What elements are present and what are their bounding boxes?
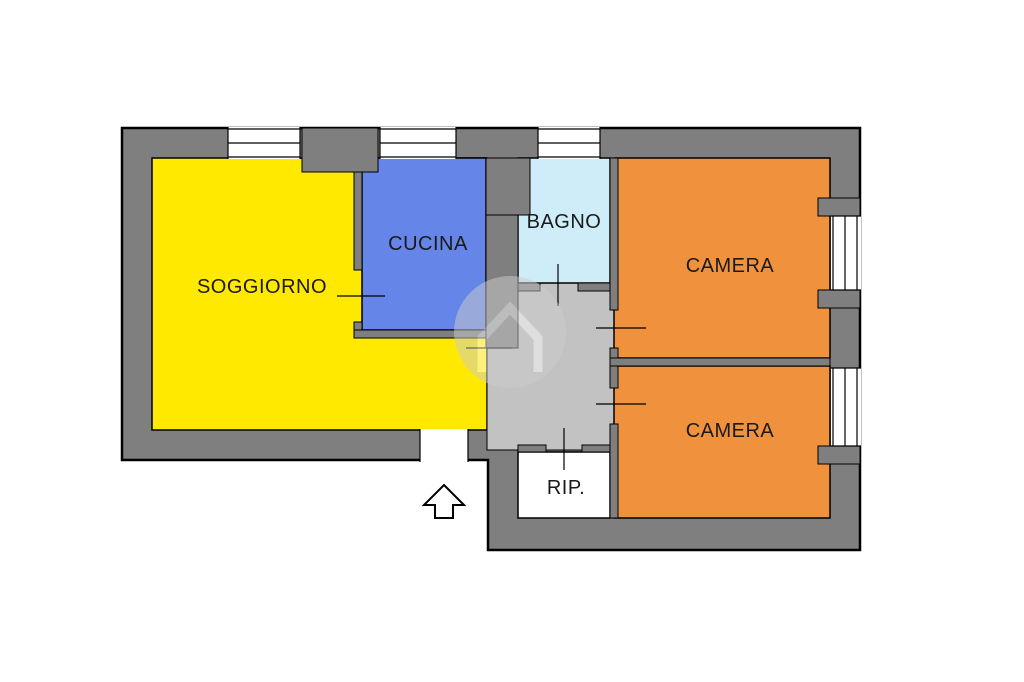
interior-wall bbox=[609, 157, 619, 311]
room-label-camera-1: CAMERA bbox=[686, 255, 775, 277]
watermark-circle bbox=[454, 276, 566, 388]
watermark bbox=[454, 276, 566, 388]
windows bbox=[227, 127, 861, 447]
entrance-arrow-icon bbox=[421, 483, 467, 519]
wall-pier bbox=[817, 289, 861, 309]
wall-pier bbox=[817, 197, 861, 217]
entrance-opening bbox=[419, 429, 469, 462]
interior-wall bbox=[577, 282, 615, 292]
room-label-camera-2: CAMERA bbox=[686, 420, 775, 442]
room-camera-2 bbox=[613, 365, 831, 519]
window-soggiorno bbox=[227, 127, 301, 159]
room-label-ripostiglio: RIP. bbox=[547, 477, 585, 499]
wall-pier bbox=[485, 157, 531, 216]
room-label-bagno: BAGNO bbox=[527, 211, 602, 233]
interior-wall bbox=[517, 444, 547, 453]
rooms bbox=[151, 157, 831, 519]
room-bagno bbox=[517, 157, 611, 284]
interior-wall bbox=[609, 357, 831, 367]
room-camera-1 bbox=[613, 157, 831, 359]
interior-wall bbox=[609, 423, 619, 519]
room-labels: SOGGIORNO CUCINA BAGNO CAMERA CAMERA RIP… bbox=[197, 211, 774, 499]
window-bagno bbox=[537, 127, 601, 159]
wall-pier bbox=[817, 445, 861, 465]
house-icon bbox=[477, 301, 543, 372]
entrance-arrow bbox=[421, 483, 467, 519]
interior-wall bbox=[609, 365, 619, 389]
window-camera-2 bbox=[831, 367, 861, 447]
interior-wall bbox=[581, 444, 611, 453]
room-label-cucina: CUCINA bbox=[388, 233, 468, 255]
wall-pier bbox=[301, 127, 379, 173]
room-label-soggiorno: SOGGIORNO bbox=[197, 276, 327, 298]
interior-wall bbox=[353, 157, 363, 271]
window-cucina bbox=[379, 127, 457, 159]
window-camera-1 bbox=[831, 215, 861, 291]
